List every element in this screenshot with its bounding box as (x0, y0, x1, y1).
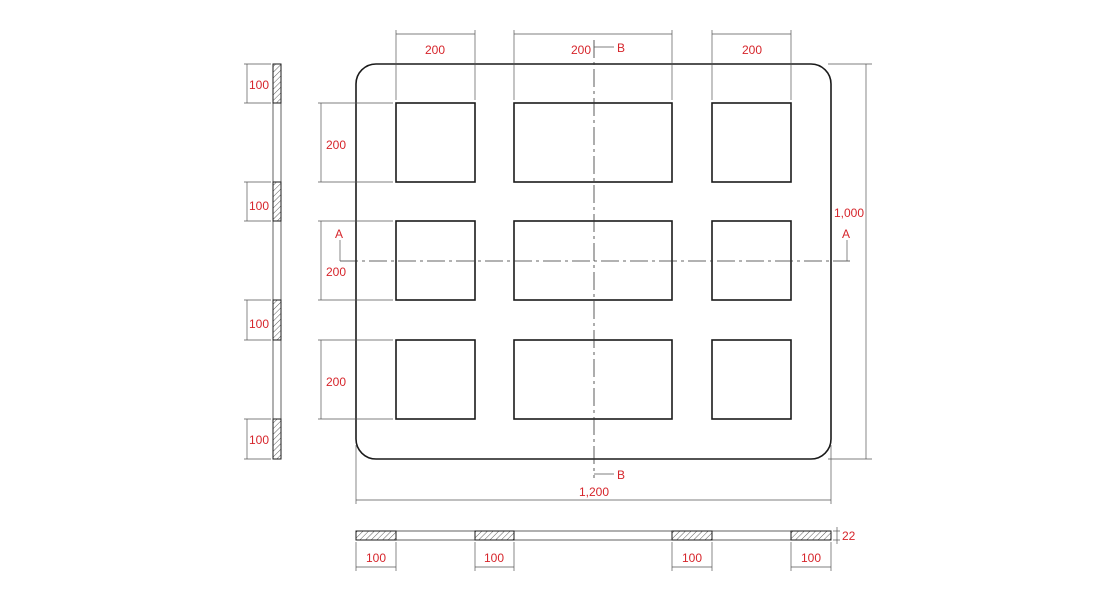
opening-r2-c3 (711, 220, 792, 301)
dimension-text-top-1: 200 (425, 43, 445, 57)
side-strip-2 (272, 181, 282, 222)
section-label-b-top: B (617, 41, 625, 55)
side-section-view: 100 100 100 100 (244, 63, 282, 460)
bottom-dimension-text-thickness: 22 (842, 529, 856, 543)
opening-r3-c2 (513, 339, 673, 420)
section-mark-a-right: A (842, 227, 850, 261)
dimension-text-left-3: 200 (326, 375, 346, 389)
side-dimension-text-4: 100 (249, 433, 269, 447)
bottom-dimension-3: 100 (671, 542, 713, 571)
dimension-top-2: 200 (513, 30, 673, 100)
section-mark-b-top: B (594, 41, 625, 55)
bottom-dimension-4: 100 (790, 542, 832, 571)
dimension-overall-height: 1,000 (828, 63, 872, 460)
side-dimension-4: 100 (244, 418, 271, 460)
bottom-dimension-2: 100 (474, 542, 515, 571)
bottom-strip-1 (355, 530, 397, 541)
section-label-a-left: A (335, 227, 343, 241)
dimension-text-left-2: 200 (326, 265, 346, 279)
bottom-dimension-thickness: 22 (833, 527, 856, 544)
bottom-dimension-text-1: 100 (366, 551, 386, 565)
dimension-text-overall-width: 1,200 (579, 485, 609, 499)
bottom-dimension-1: 100 (355, 542, 397, 571)
dimension-left-3: 200 (318, 339, 393, 420)
side-dimension-1: 100 (244, 63, 271, 104)
bottom-strip-3 (671, 530, 713, 541)
opening-r1-c1 (395, 102, 476, 183)
bottom-section-view: 100 100 100 100 22 (355, 527, 856, 571)
bottom-plate (355, 530, 832, 541)
bottom-dimension-text-3: 100 (682, 551, 702, 565)
dimension-text-overall-height: 1,000 (834, 206, 864, 220)
side-strip-4 (272, 418, 282, 460)
opening-r1-c3 (711, 102, 792, 183)
dimension-text-top-2: 200 (571, 43, 591, 57)
bottom-strip-2 (474, 530, 515, 541)
side-strip-3 (272, 299, 282, 341)
plate-outline (355, 63, 832, 460)
plan-view: B B A A 200 200 (318, 30, 872, 504)
opening-r3-c1 (395, 339, 476, 420)
opening-r3-c3 (711, 339, 792, 420)
side-dimension-text-3: 100 (249, 317, 269, 331)
side-strip-1 (272, 63, 282, 104)
section-mark-b-bottom: B (594, 468, 625, 482)
opening-r2-c1 (395, 220, 476, 301)
dimension-text-top-3: 200 (742, 43, 762, 57)
dimension-text-left-1: 200 (326, 138, 346, 152)
dimension-top-3: 200 (711, 30, 792, 100)
opening-r1-c2 (513, 102, 673, 183)
side-dimension-text-1: 100 (249, 78, 269, 92)
section-label-a-right: A (842, 227, 850, 241)
side-dimension-text-2: 100 (249, 199, 269, 213)
bottom-strip-4 (790, 530, 832, 541)
side-dimension-2: 100 (244, 181, 271, 222)
opening-r2-c2 (513, 220, 673, 301)
side-dimension-3: 100 (244, 299, 271, 341)
dimension-left-1: 200 (318, 102, 393, 183)
section-mark-a-left: A (335, 227, 343, 261)
dimension-overall-width: 1,200 (355, 445, 832, 504)
bottom-dimension-text-2: 100 (484, 551, 504, 565)
bottom-dimension-text-4: 100 (801, 551, 821, 565)
side-plate (272, 63, 282, 460)
dimension-left-2: 200 (318, 220, 393, 301)
section-label-b-bottom: B (617, 468, 625, 482)
dimension-top-1: 200 (395, 30, 476, 100)
